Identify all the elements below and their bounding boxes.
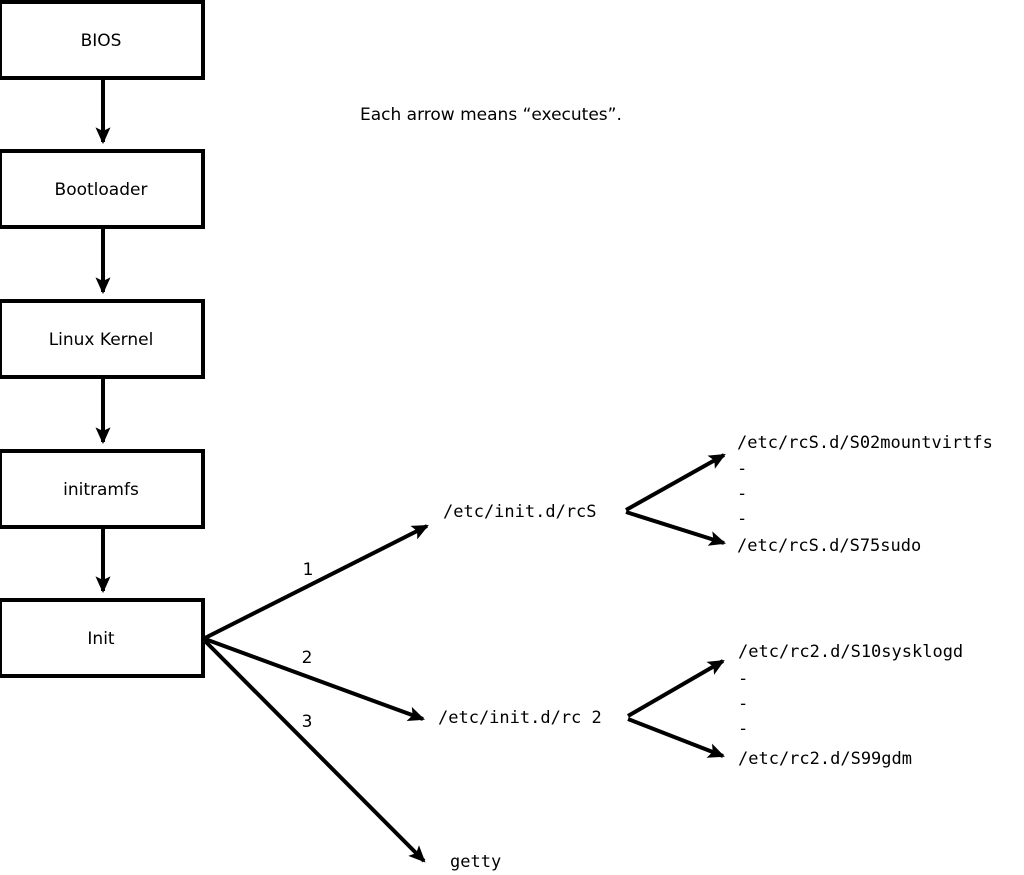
arrow-init-to-getty <box>203 639 426 863</box>
node-box-linux-kernel <box>0 299 205 379</box>
node-bios: BIOS <box>0 0 205 80</box>
node-bootloader: Bootloader <box>0 149 205 229</box>
rcs-ellipsis-dash-1: - <box>737 459 747 479</box>
arrow-rcs-to-last-script <box>625 510 727 546</box>
arrow-rcs-to-first-script <box>625 453 726 512</box>
init-branch-numbers: 1 2 3 <box>302 560 314 732</box>
node-label-bios: BIOS <box>81 31 122 51</box>
node-linux-kernel: Linux Kernel <box>0 299 205 379</box>
node-label-bootloader: Bootloader <box>55 180 148 200</box>
arrow-rc2-to-last-script <box>627 717 725 758</box>
label-getty: getty <box>450 852 501 872</box>
node-box-init <box>0 598 205 678</box>
label-etc-init-d-rc2: /etc/init.d/rc 2 <box>438 708 602 728</box>
node-label-initramfs: initramfs <box>63 480 139 500</box>
rcs-script-labels: /etc/rcS.d/S02mountvirtfs - - - /etc/rcS… <box>737 433 993 556</box>
node-box-bootloader <box>0 149 205 229</box>
init-branch-arrows <box>203 524 429 863</box>
node-initramfs: initramfs <box>0 449 205 529</box>
rcs-ellipsis-dash-3: - <box>737 509 747 529</box>
rc2-script-labels: /etc/rc2.d/S10sysklogd - - - /etc/rc2.d/… <box>738 642 963 769</box>
rcs-branch-arrows <box>625 453 727 546</box>
arrow-init-to-rc2 <box>204 637 425 722</box>
boot-chain-group: BIOS Bootloader Linux Kernel initramfs I… <box>0 0 205 678</box>
label-rcs-first-script: /etc/rcS.d/S02mountvirtfs <box>737 433 993 453</box>
rcs-ellipsis-dash-2: - <box>737 484 747 504</box>
node-label-linux-kernel: Linux Kernel <box>49 330 154 350</box>
label-rcs-last-script: /etc/rcS.d/S75sudo <box>737 536 921 556</box>
node-box-bios <box>0 0 205 80</box>
rc2-branch-arrows <box>626 659 725 758</box>
rc2-ellipsis-dash-1: - <box>738 669 748 689</box>
rc2-ellipsis-dash-2: - <box>738 694 748 714</box>
node-label-init: Init <box>87 629 115 649</box>
edge-number-3: 3 <box>302 712 313 732</box>
label-rc2-first-script: /etc/rc2.d/S10sysklogd <box>738 642 963 662</box>
init-branch-labels: /etc/init.d/rcS /etc/init.d/rc 2 getty <box>438 502 602 872</box>
label-rc2-last-script: /etc/rc2.d/S99gdm <box>738 749 912 769</box>
diagram-caption: Each arrow means “executes”. <box>360 105 622 125</box>
node-init: Init <box>0 598 205 678</box>
edge-number-1: 1 <box>303 560 314 580</box>
rc2-ellipsis-dash-3: - <box>738 719 748 739</box>
arrow-init-to-rcs <box>204 524 429 640</box>
node-box-initramfs <box>0 449 205 529</box>
edge-number-2: 2 <box>302 648 313 668</box>
label-etc-init-d-rcs: /etc/init.d/rcS <box>443 502 597 522</box>
arrow-rc2-to-first-script <box>626 659 725 718</box>
